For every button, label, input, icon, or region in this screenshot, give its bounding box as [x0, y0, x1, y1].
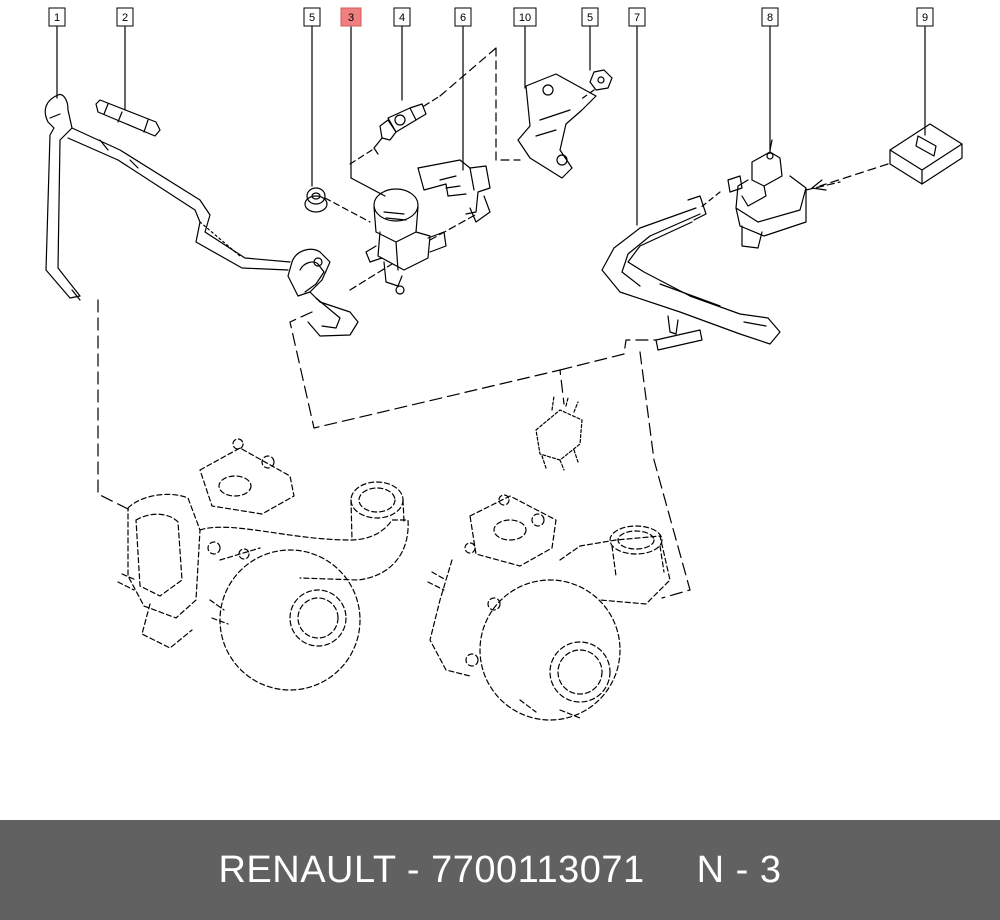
callout-label: 9: [922, 12, 928, 24]
brand-part-number: RENAULT - 7700113071: [218, 848, 645, 891]
callout-label: 8: [767, 12, 773, 24]
solenoid-part-8: [699, 139, 841, 249]
small-connector: [535, 395, 583, 471]
turbocharger-right: [427, 494, 671, 721]
callout-label: 5: [309, 12, 315, 24]
callout-10: 10: [513, 7, 537, 27]
routing-lines: [97, 299, 691, 599]
callout-7: 7: [628, 7, 646, 27]
callout-label: 10: [519, 12, 531, 24]
callout-label: 7: [634, 12, 640, 24]
callout-label: 5: [587, 12, 593, 24]
connector-part-2: [95, 99, 161, 137]
footer-banner: RENAULT - 7700113071 N - 3: [0, 820, 1000, 920]
callout-4: 4: [393, 7, 411, 27]
hose-assembly: [287, 248, 359, 337]
callout-2: 2: [116, 7, 134, 27]
fitting-part-4: [349, 95, 441, 165]
callout-1: 1: [48, 7, 66, 27]
block-part-9: [811, 123, 963, 191]
pipe-part-1: [44, 93, 291, 301]
mounting-plate-part-10: [439, 47, 597, 179]
callout-label: 3: [348, 12, 354, 24]
nut-part-5: [579, 69, 613, 101]
callout-label: 6: [460, 12, 466, 24]
parts-diagram: 1 2 5 3 4 6 10 5: [44, 7, 963, 721]
grommet-part-5: [304, 187, 371, 223]
pipe-part-7: [601, 195, 781, 351]
callouts: 1 2 5 3 4 6 10 5: [48, 7, 934, 27]
turbocharger-left: [117, 438, 409, 691]
callout-6: 6: [454, 7, 472, 27]
callout-label: 2: [122, 12, 128, 24]
solenoid-valve-part-3: [349, 188, 476, 295]
callout-label: 1: [54, 12, 60, 24]
callout-9: 9: [916, 7, 934, 27]
callout-3-highlighted: 3: [340, 7, 362, 27]
callout-5-left: 5: [303, 7, 321, 27]
callout-8: 8: [761, 7, 779, 27]
leader-lines: [56, 26, 926, 226]
callout-label: 4: [399, 12, 405, 24]
bracket-part-6: [417, 159, 491, 223]
diagram-reference: N - 3: [696, 848, 782, 891]
callout-5-right: 5: [581, 7, 599, 27]
